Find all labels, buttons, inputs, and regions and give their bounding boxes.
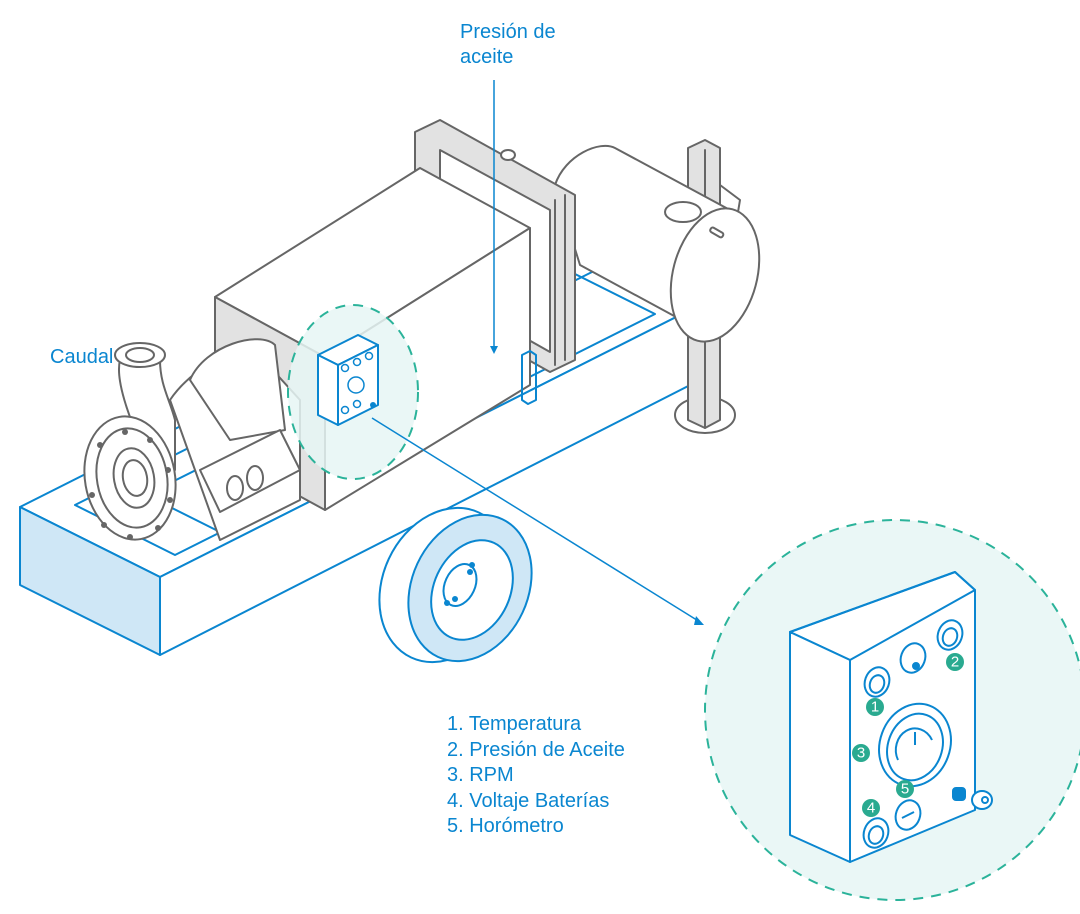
badge-2: 2 — [946, 653, 964, 671]
trailer-wheel — [378, 506, 533, 664]
svg-text:5: 5 — [901, 781, 909, 798]
legend-item: 2. Presión de Aceite — [447, 738, 625, 761]
svg-text:3: 3 — [857, 745, 865, 762]
callout-lines — [371, 80, 704, 625]
gauge-battery-voltage — [862, 817, 890, 849]
svg-text:4: 4 — [867, 800, 875, 817]
oil-pressure-label-line-2: aceite — [460, 46, 514, 68]
oil-pressure-callout-label: Presión de aceite — [460, 20, 556, 70]
panel-zoom-detail: 1 2 3 4 5 — [704, 519, 1080, 901]
gauge-legend: 1. Temperatura 2. Presión de Aceite 3. R… — [447, 712, 625, 840]
panel-highlight-small — [287, 304, 419, 480]
gauge-hour-meter — [894, 799, 922, 831]
oil-pressure-label-line-1: Presión de — [460, 21, 556, 43]
gauge-temperature — [863, 666, 891, 698]
legend-item: 3. RPM — [447, 764, 514, 786]
badge-4: 4 — [862, 799, 880, 817]
key-switch — [952, 787, 993, 810]
legend-item: 4. Voltaje Baterías — [447, 789, 610, 812]
water-pump — [83, 338, 301, 541]
gauge-rpm — [878, 702, 952, 788]
badge-1: 1 — [866, 698, 884, 716]
svg-text:2: 2 — [951, 654, 959, 671]
badge-5: 5 — [896, 780, 914, 798]
gauge-switch — [899, 642, 927, 674]
badge-3: 3 — [852, 744, 870, 762]
legend-item: 5. Horómetro — [447, 815, 564, 837]
flow-callout-label: Caudal — [50, 346, 114, 368]
svg-text:1: 1 — [871, 699, 879, 716]
gauge-oil-pressure — [936, 619, 964, 651]
legend-item: 1. Temperatura — [447, 713, 582, 735]
fuel-tank — [554, 144, 761, 343]
